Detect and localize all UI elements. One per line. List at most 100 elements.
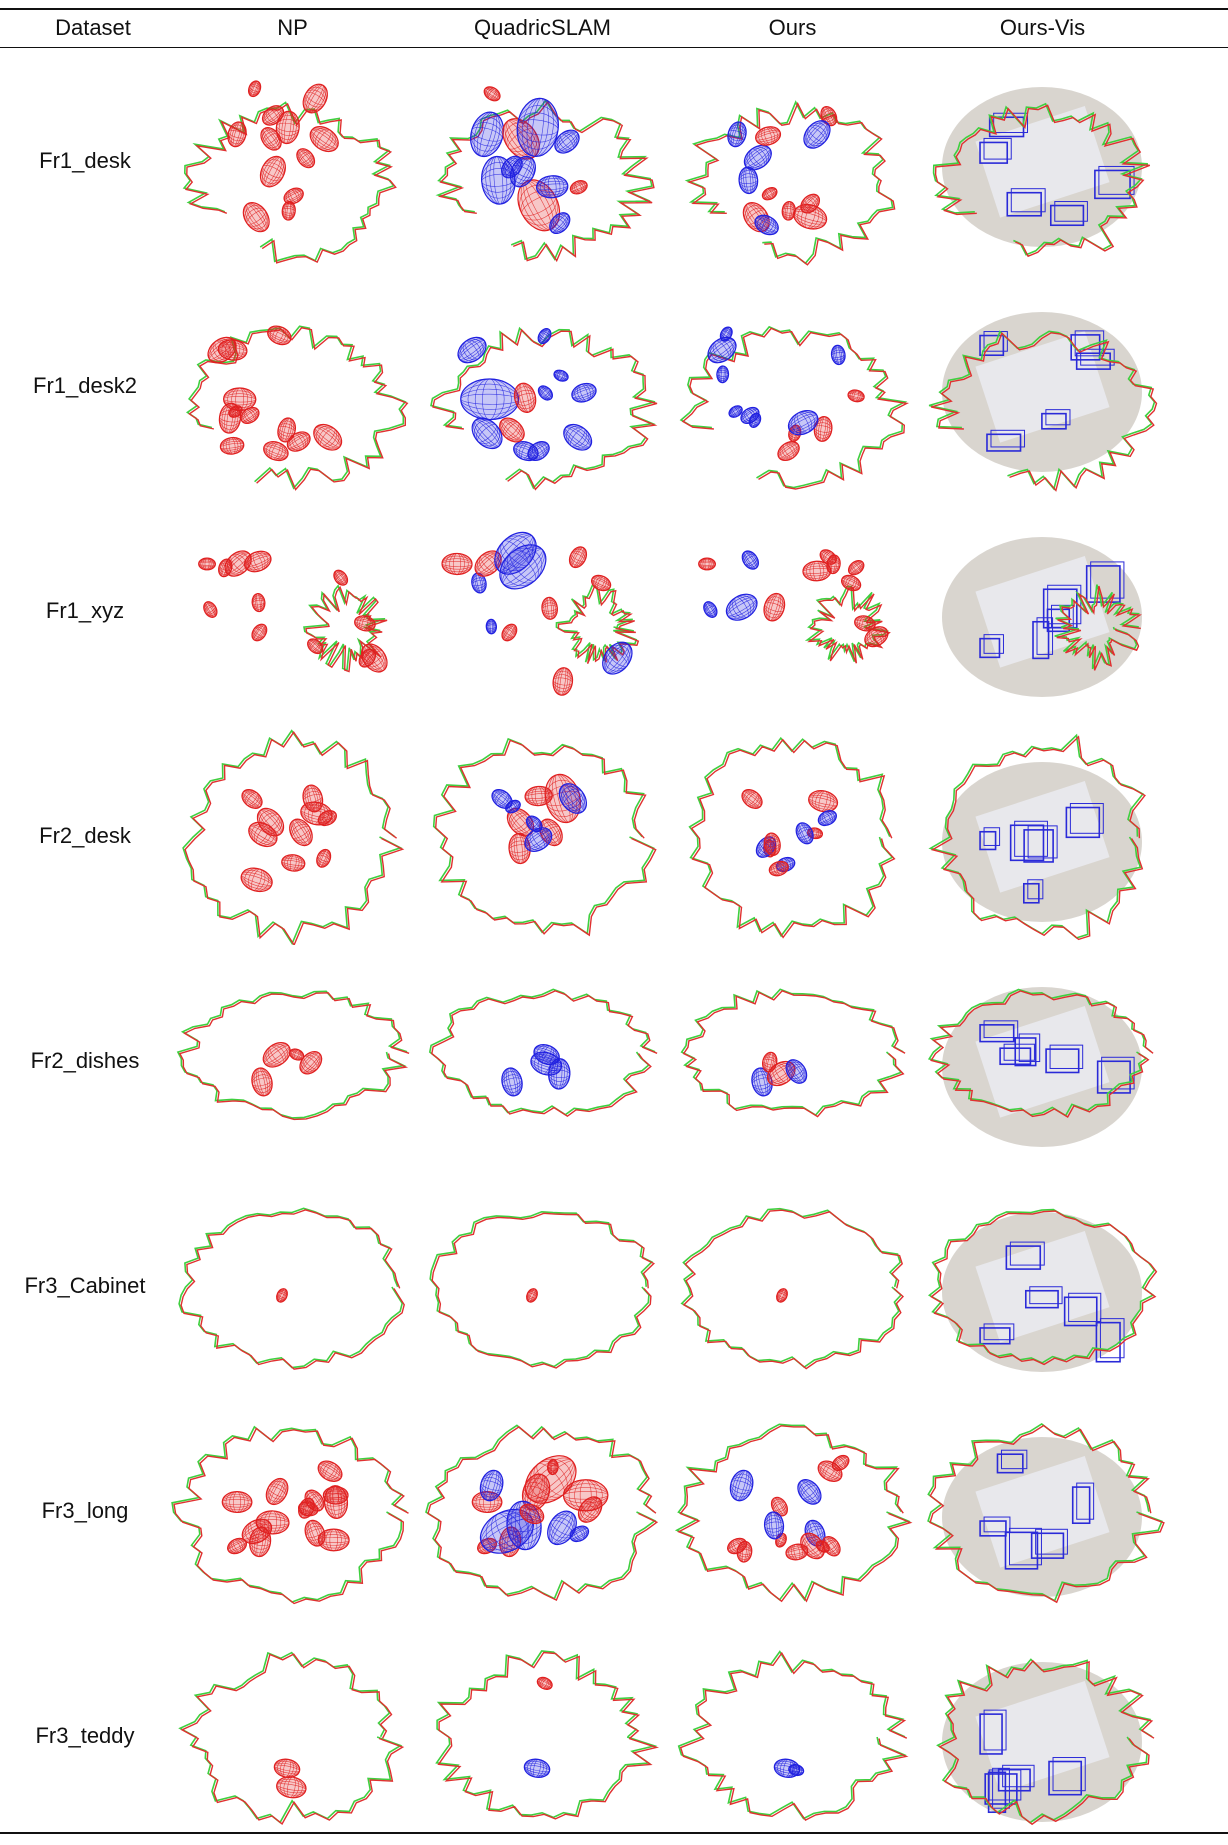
figure-cell-ours-vis [920, 52, 1165, 270]
result-visualization [698, 549, 891, 664]
quadric-ellipsoid [313, 423, 343, 451]
estimated-trajectory [173, 1427, 409, 1605]
result-visualization [927, 987, 1154, 1147]
estimated-trajectory [180, 1653, 405, 1825]
object-bounding-box [1045, 409, 1071, 426]
groundtruth-trajectory [176, 990, 408, 1119]
object-bounding-box [1069, 803, 1104, 834]
quadric-ellipsoid [273, 1758, 301, 1779]
quadric-ellipsoid [198, 557, 216, 571]
quadric-ellipsoid [309, 125, 339, 153]
groundtruth-trajectory [555, 583, 638, 663]
estimated-trajectory [679, 1651, 909, 1822]
estimated-trajectory [427, 1426, 659, 1602]
result-visualization [441, 531, 640, 696]
quadric-ellipsoid [457, 336, 487, 364]
quadric-ellipsoid [817, 1460, 843, 1482]
estimated-trajectory [930, 990, 1154, 1118]
result-visualization [430, 326, 658, 491]
quadric-ellipsoid [820, 106, 838, 127]
quadric-ellipsoid [275, 110, 300, 145]
quadric-ellipsoid [300, 801, 333, 826]
result-visualization [182, 729, 405, 945]
row-label-dataset: Fr3_teddy [35, 1723, 135, 1748]
quadric-ellipsoid [800, 1532, 825, 1560]
object-bounding-box [983, 1709, 1007, 1751]
row-label-dataset: Fr1_desk2 [33, 373, 137, 398]
result-visualization [198, 550, 388, 673]
object-bounding-box [1009, 1241, 1045, 1266]
object-bounding-box [1041, 412, 1067, 430]
result-visualization [932, 87, 1151, 258]
quadric-ellipsoid [288, 1048, 305, 1061]
figure-cell-quadricslam [420, 727, 665, 945]
result-visualization [176, 990, 410, 1121]
table-header-rule [0, 47, 1228, 48]
quadric-ellipsoid [240, 406, 260, 425]
figure-cell-quadricslam [420, 1627, 665, 1845]
quadric-ellipsoid [553, 369, 569, 382]
quadric-ellipsoid [822, 1535, 841, 1557]
quadric-ellipsoid [281, 854, 306, 872]
estimated-trajectory [686, 101, 896, 266]
object-bounding-box [979, 637, 1001, 659]
quadric-ellipsoid [530, 1051, 563, 1076]
quadric-ellipsoid [333, 569, 349, 586]
quadric-ellipsoid [228, 405, 243, 418]
quadric-ellipsoid [763, 1511, 785, 1540]
groundtruth-trajectory [927, 1423, 1163, 1602]
quadric-ellipsoid [227, 121, 247, 148]
object-bounding-box [1042, 588, 1078, 629]
estimated-trajectory [180, 1209, 405, 1370]
quadric-ellipsoid [203, 601, 218, 618]
quadric-ellipsoid [830, 344, 846, 366]
estimated-trajectory [934, 104, 1151, 258]
object-bounding-box [1094, 169, 1131, 200]
quadric-ellipsoid [742, 202, 770, 233]
quadric-ellipsoid [854, 615, 876, 632]
table-surface [975, 1681, 1110, 1793]
object-bounding-box [983, 331, 1008, 352]
object-bounding-box [1047, 584, 1082, 625]
figure-cell-ours [670, 952, 915, 1170]
quadric-ellipsoid [299, 1051, 323, 1075]
quadric-ellipsoid [793, 203, 828, 230]
estimated-trajectory [930, 735, 1146, 941]
row-label-dataset: Fr1_xyz [45, 598, 125, 623]
estimated-trajectory [184, 730, 405, 945]
object-bounding-box [1076, 1482, 1095, 1520]
groundtruth-trajectory [680, 1207, 903, 1369]
quadric-ellipsoid [761, 1051, 778, 1073]
quadric-ellipsoid [728, 405, 743, 418]
quadric-ellipsoid [241, 1518, 273, 1545]
result-visualization [927, 1208, 1158, 1372]
estimated-trajectory [681, 327, 910, 490]
result-visualization [928, 312, 1158, 492]
result-visualization [435, 1650, 660, 1820]
quadric-ellipsoid [770, 1496, 789, 1517]
result-visualization [182, 80, 397, 264]
object-bounding-box [986, 433, 1022, 452]
result-visualization [428, 988, 658, 1118]
quadric-ellipsoid [568, 546, 588, 569]
quadric-ellipsoid [707, 336, 737, 364]
object-bounding-box [1010, 188, 1046, 213]
estimated-trajectory [930, 1210, 1158, 1366]
quadric-ellipsoid [241, 789, 263, 809]
table-top-rule [0, 8, 1228, 10]
quadric-ellipsoid [265, 1477, 289, 1506]
quadric-ellipsoid [501, 623, 518, 642]
quadric-ellipsoid [322, 1486, 349, 1505]
table-surface [975, 106, 1110, 218]
quadric-ellipsoid [535, 175, 569, 199]
object-bounding-box [1003, 1043, 1035, 1061]
estimated-trajectory [431, 1212, 655, 1369]
figure-cell-np [170, 502, 415, 720]
quadric-ellipsoid [563, 423, 593, 451]
object-bounding-box [1045, 1048, 1080, 1074]
quadric-ellipsoid [547, 1510, 577, 1546]
estimated-trajectory [807, 587, 891, 664]
estimated-trajectory [188, 327, 409, 491]
quadric-ellipsoid [317, 1528, 350, 1552]
quadric-ellipsoid [773, 1758, 801, 1779]
